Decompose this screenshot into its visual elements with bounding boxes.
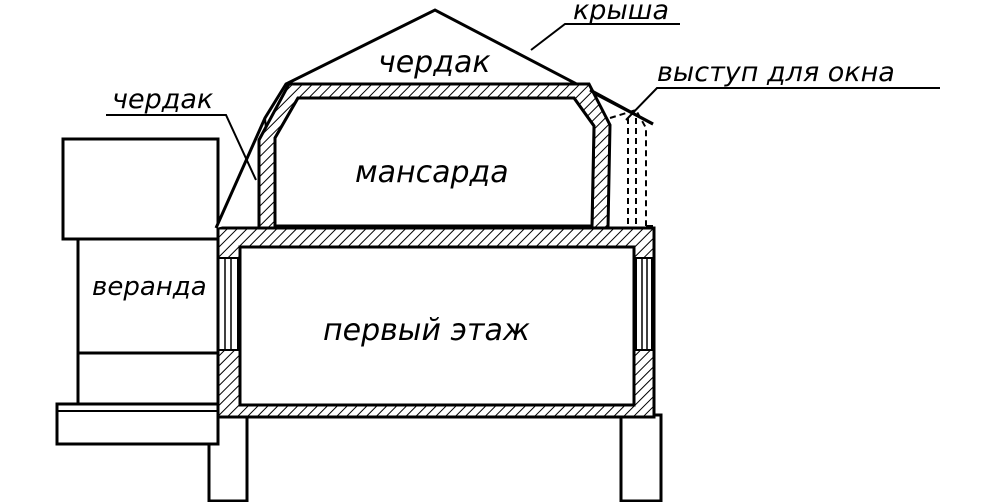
leader-window-projection [625, 87, 940, 121]
label-window-projection: выступ для окна [657, 57, 895, 88]
foundation-right [619, 413, 663, 502]
leader-roof [530, 23, 680, 51]
label-first-floor: первый этаж [323, 313, 530, 348]
leader-attic-side [106, 114, 257, 181]
label-attic-side: чердак [112, 84, 214, 115]
window-left [217, 257, 239, 351]
window-right [635, 257, 653, 351]
mansard-room [273, 96, 596, 228]
veranda-body [76, 237, 220, 355]
first-floor-room [238, 245, 636, 407]
label-roof: крыша [573, 0, 669, 26]
label-attic-top: чердак [378, 45, 490, 80]
veranda-lower [76, 351, 220, 406]
veranda-roof-block [61, 137, 220, 241]
label-veranda: веранда [92, 272, 207, 302]
label-mansard: мансарда [355, 155, 509, 190]
window-projection [609, 108, 647, 226]
